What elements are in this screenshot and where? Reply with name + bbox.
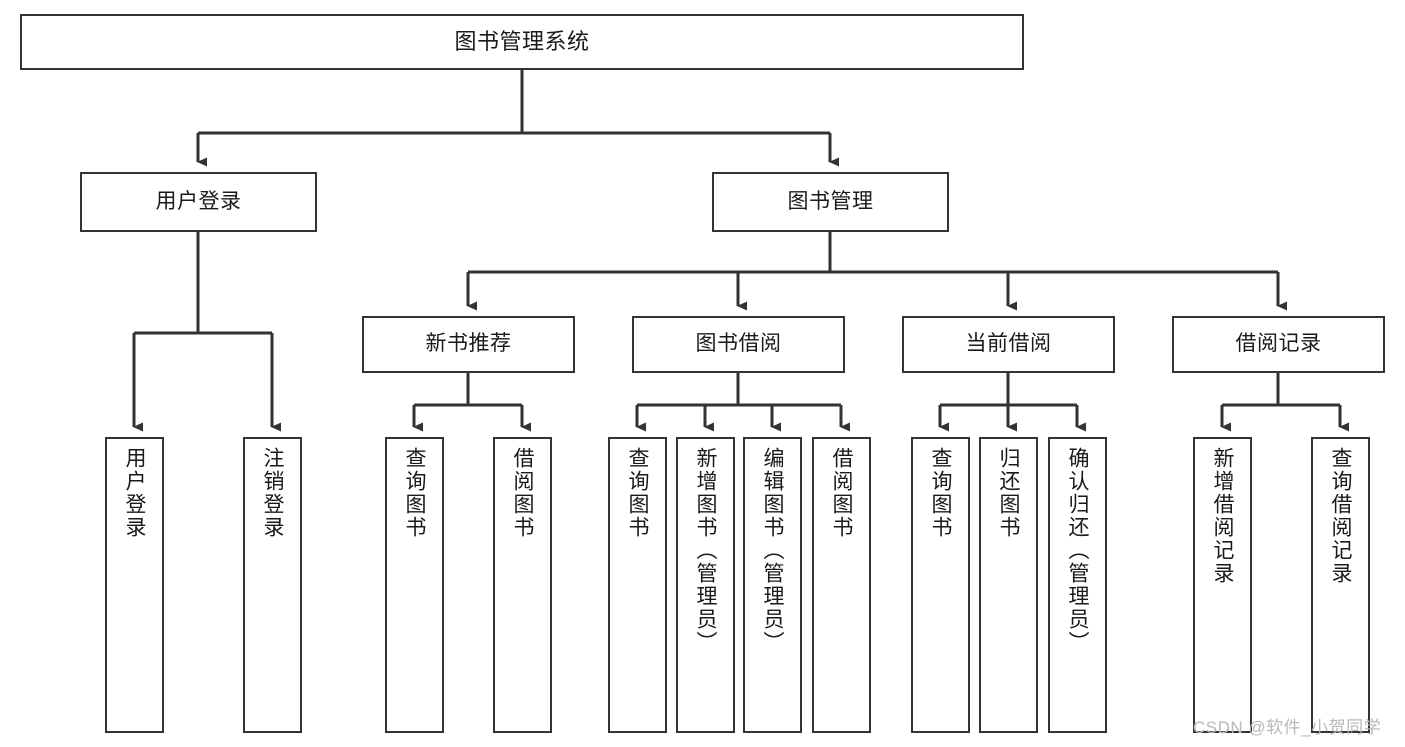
node-label: 借阅图书 bbox=[511, 447, 534, 539]
node-label: 查询借阅记录 bbox=[1329, 447, 1352, 585]
edges-root-to-level2 bbox=[196, 70, 839, 167]
node-root-library-management-system[interactable]: 图书管理系统 bbox=[20, 14, 1024, 70]
node-book-management[interactable]: 图书管理 bbox=[712, 172, 949, 232]
node-label: 注销登录 bbox=[261, 447, 284, 539]
edges-book-manage-to-level3 bbox=[466, 232, 1287, 311]
node-label: 归还图书 bbox=[997, 447, 1020, 539]
leaf-user-login-signout[interactable]: 注销登录 bbox=[243, 437, 302, 733]
leaf-new-book-borrow[interactable]: 借阅图书 bbox=[493, 437, 552, 733]
edges-user-login-to-leaves bbox=[132, 232, 281, 432]
leaf-book-borrow-lend[interactable]: 借阅图书 bbox=[812, 437, 871, 733]
edges-new-book-to-leaves bbox=[412, 373, 531, 432]
leaf-new-book-query[interactable]: 查询图书 bbox=[385, 437, 444, 733]
node-label: 图书管理 bbox=[787, 189, 874, 213]
leaf-user-login-signin[interactable]: 用户登录 bbox=[105, 437, 164, 733]
leaf-book-borrow-query[interactable]: 查询图书 bbox=[608, 437, 667, 733]
node-label: 确认归还（管理员） bbox=[1066, 447, 1089, 654]
edges-book-borrow-to-leaves bbox=[635, 373, 850, 432]
node-label: 图书借阅 bbox=[695, 332, 782, 356]
leaf-borrow-record-add[interactable]: 新增借阅记录 bbox=[1193, 437, 1252, 733]
node-new-book-recommend[interactable]: 新书推荐 bbox=[362, 316, 575, 373]
edges-borrow-record-to-leaves bbox=[1220, 373, 1349, 432]
node-label: 查询图书 bbox=[626, 447, 649, 539]
node-label: 图书管理系统 bbox=[454, 29, 590, 55]
node-label: 新书推荐 bbox=[425, 332, 512, 356]
node-borrow-record[interactable]: 借阅记录 bbox=[1172, 316, 1385, 373]
node-label: 借阅记录 bbox=[1235, 332, 1322, 356]
leaf-current-borrow-confirm-return[interactable]: 确认归还（管理员） bbox=[1048, 437, 1107, 733]
node-label: 新增图书（管理员） bbox=[694, 447, 717, 654]
node-label: 用户登录 bbox=[155, 189, 242, 213]
leaf-current-borrow-query[interactable]: 查询图书 bbox=[911, 437, 970, 733]
node-current-borrow[interactable]: 当前借阅 bbox=[902, 316, 1115, 373]
leaf-book-borrow-add[interactable]: 新增图书（管理员） bbox=[676, 437, 735, 733]
node-book-borrow[interactable]: 图书借阅 bbox=[632, 316, 845, 373]
leaf-borrow-record-query[interactable]: 查询借阅记录 bbox=[1311, 437, 1370, 733]
node-label: 编辑图书（管理员） bbox=[761, 447, 784, 654]
node-label: 借阅图书 bbox=[830, 447, 853, 539]
node-label: 当前借阅 bbox=[965, 332, 1052, 356]
node-user-login[interactable]: 用户登录 bbox=[80, 172, 317, 232]
watermark-text: CSDN @软件_小贺同学 bbox=[1193, 718, 1382, 737]
leaf-current-borrow-return[interactable]: 归还图书 bbox=[979, 437, 1038, 733]
node-label: 查询图书 bbox=[403, 447, 426, 539]
leaf-book-borrow-edit[interactable]: 编辑图书（管理员） bbox=[743, 437, 802, 733]
node-label: 新增借阅记录 bbox=[1211, 447, 1234, 585]
node-label: 查询图书 bbox=[929, 447, 952, 539]
edges-current-borrow-to-leaves bbox=[938, 373, 1086, 432]
node-label: 用户登录 bbox=[123, 447, 146, 539]
